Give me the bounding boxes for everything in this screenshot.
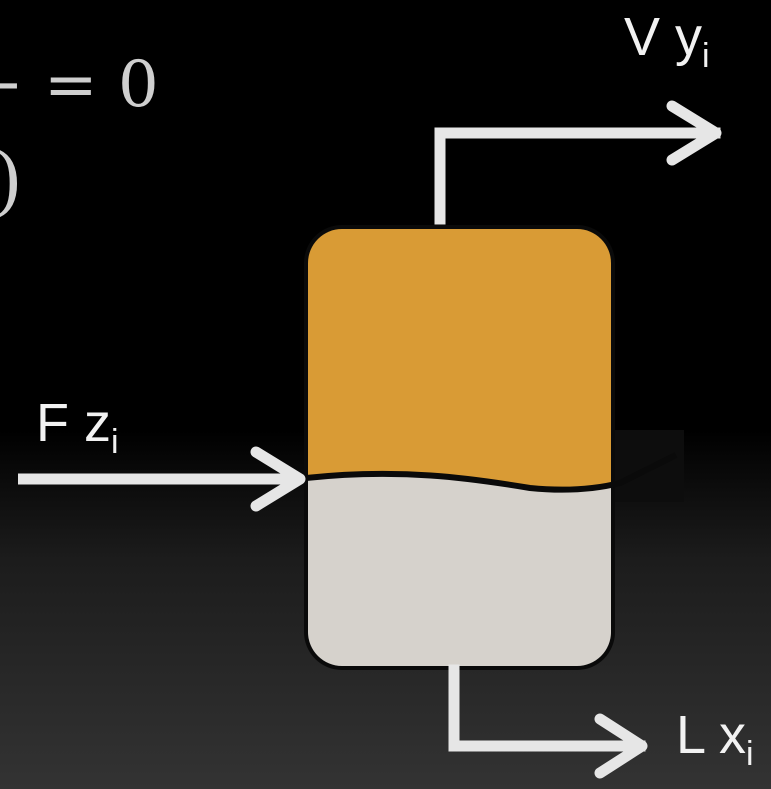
liquid-phase: [308, 473, 611, 666]
liquid-stream-subscript: i: [746, 735, 754, 773]
vapor-stream-label: V yi: [624, 6, 710, 76]
feed-inlet-arrow: [18, 446, 306, 512]
vapor-stream-symbol: V y: [624, 7, 703, 67]
vapor-outlet-arrow: [434, 100, 722, 225]
feed-stream-subscript: i: [111, 423, 119, 461]
flash-drum: [304, 225, 678, 670]
equation-fragment-top: − = 0: [0, 48, 159, 122]
feed-stream-label: F zi: [36, 392, 119, 462]
liquid-stream-label: L xi: [676, 704, 754, 774]
equation-fragment-bottom: ): [0, 138, 23, 224]
feed-stream-symbol: F z: [36, 393, 111, 453]
phase-interface: [305, 452, 678, 493]
liquid-outlet-arrow: [448, 664, 648, 779]
liquid-stream-symbol: L x: [676, 705, 747, 765]
vapor-stream-subscript: i: [702, 37, 710, 75]
